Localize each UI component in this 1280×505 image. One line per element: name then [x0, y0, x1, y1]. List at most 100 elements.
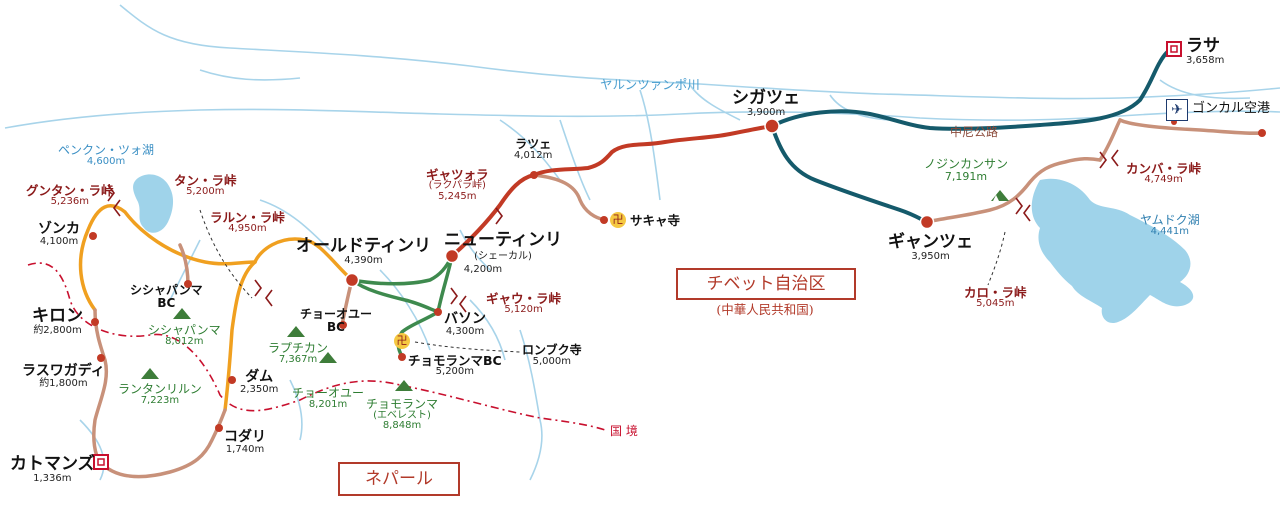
shigatse-name: シガツェ: [732, 88, 800, 108]
old-tingri-elev: 4,390m: [344, 254, 383, 266]
tong-la-name: タン・ラ峠: [174, 173, 237, 188]
capital-markers: [93, 41, 1182, 470]
route-red: [450, 124, 774, 258]
road-label: 中尼公路: [950, 125, 999, 139]
region-nepal: ネパール: [338, 462, 460, 496]
pass-gyau-la: ギャウ・ラ峠 5,120m: [486, 292, 561, 316]
tong-la-elev: 5,200m: [186, 186, 225, 198]
city-dots: [89, 118, 1266, 432]
route-teal: [770, 46, 1176, 224]
lalung-la-elev: 4,950m: [228, 223, 267, 235]
karo-la-name: カロ・ラ峠: [964, 285, 1027, 300]
airport-label: ゴンカル空港: [1192, 101, 1271, 116]
tingri-name: ニューティンリ: [444, 230, 562, 250]
lhatse-elev: 4,012m: [514, 149, 553, 161]
city-zongka: ゾンカ 4,100m: [38, 222, 80, 247]
gyatso-la-sub: (ラクパラ峠): [428, 180, 486, 192]
peiku-elev: 4,600m: [86, 155, 126, 167]
labuche-elev: 7,367m: [278, 353, 318, 365]
pass-karo-la: カロ・ラ峠 5,045m: [964, 286, 1027, 310]
peak-shishapangma: シシャパンマ 8,012m: [148, 324, 221, 347]
kyirong-elev: 約2,800m: [33, 324, 82, 336]
city-old-tingri: オールドティンリ 4,390m: [296, 237, 431, 266]
city-gyantse: ギャンツェ 3,950m: [888, 232, 973, 262]
region-tibet-sub: (中華人民共和国): [716, 302, 814, 317]
dam-elev: 2,350m: [240, 383, 279, 395]
shigatse-elev: 3,900m: [746, 106, 786, 118]
lalung-la-name: ラルン・ラ峠: [210, 210, 285, 225]
city-dam: ダム 2,350m: [240, 370, 278, 395]
city-lhatse: ラツェ 4,012m: [514, 138, 552, 161]
gyau-la-elev: 5,120m: [504, 304, 543, 316]
lakes: [133, 174, 1194, 324]
leader-lines: [199, 209, 1006, 353]
peak-everest: チョモランマ (エベレスト) 8,848m: [366, 398, 438, 432]
tingri-elev: 4,200m: [463, 264, 503, 276]
peak-labuche: ラプチカン 7,367m: [268, 342, 328, 365]
gyatso-la-name: ギャツォラ: [426, 167, 489, 182]
nojin-name: ノジンカンサン: [924, 157, 1009, 171]
everest-bc-name: チョモランマBC: [408, 353, 502, 368]
gyantse-elev: 3,950m: [911, 250, 950, 262]
lake-yamdrok: [1031, 178, 1194, 324]
peak-nojin: ノジンカンサン 7,191m: [924, 158, 1008, 182]
national-border: [27, 262, 606, 431]
kodari-name: コダリ: [224, 429, 266, 445]
pass-tong-la: タン・ラ峠 5,200m: [174, 174, 237, 198]
nojin-elev: 7,191m: [944, 169, 988, 183]
gyatso-la-elev: 5,245m: [438, 190, 477, 202]
sakya-temple-icon: 卍: [610, 212, 626, 228]
everest-name: チョモランマ: [366, 397, 439, 411]
basum-name: バソン: [444, 311, 486, 327]
rivers: [4, 4, 1280, 481]
yamdrok-elev: 4,441m: [1150, 225, 1189, 237]
lhasa-elev: 3,658m: [1186, 54, 1225, 66]
peak-markers: [141, 190, 1009, 391]
pass-gungtang-la: グンタン・ラ峠 5,236m: [26, 184, 114, 208]
cho-oyu-bc-label: チョーオユー BC: [300, 307, 373, 334]
gyau-la-name: ギャウ・ラ峠: [486, 291, 562, 306]
river-yarlung: [119, 4, 1280, 100]
pass-markers: [107, 149, 1119, 313]
rasuwagadhi-elev: 約1,800m: [39, 377, 88, 389]
pass-gyatso-la: ギャツォラ (ラクパラ峠) 5,245m: [426, 168, 489, 202]
kodari-elev: 1,740m: [225, 443, 265, 455]
city-basum: バソン 4,300m: [444, 312, 486, 337]
cho-oyu-name: チョーオユー: [292, 386, 365, 400]
dam-name: ダム: [245, 369, 274, 385]
zongka-elev: 4,100m: [39, 235, 79, 247]
rongbuk-elev: 5,000m: [532, 355, 571, 367]
everest-bc-elev: 5,200m: [435, 366, 475, 378]
airplane-icon: ✈: [1166, 99, 1188, 121]
sakya-label: サキャ寺: [630, 213, 681, 228]
peak-cho-oyu: チョーオユー 8,201m: [292, 387, 364, 410]
pass-lalung-la: ラルン・ラ峠 4,950m: [210, 211, 285, 235]
kathmandu-elev: 1,336m: [33, 472, 72, 484]
lhasa-name: ラサ: [1186, 36, 1220, 56]
shishapangma-elev: 8,012m: [165, 335, 204, 347]
lake-peiku: [133, 174, 174, 233]
city-shigatse: シガツェ 3,900m: [732, 88, 800, 118]
city-kodari: コダリ 1,740m: [224, 430, 266, 455]
region-tibet: チベット自治区: [676, 268, 856, 300]
labuche-name: ラプチカン: [268, 341, 329, 355]
rongbuk-label: ロンブク寺 5,000m: [522, 344, 582, 367]
karo-la-elev: 5,045m: [976, 298, 1015, 310]
yamdrok-name: ヤムドク湖: [1140, 213, 1200, 227]
city-everest-bc: チョモランマBC 5,200m: [408, 354, 502, 378]
basum-elev: 4,300m: [445, 325, 485, 337]
rongbuk-name: ロンブク寺: [522, 343, 582, 357]
city-kathmandu: カトマンズ 1,336m: [10, 455, 95, 484]
gungtang-la-elev: 5,236m: [50, 196, 89, 208]
city-lhasa: ラサ 3,658m: [1186, 36, 1225, 66]
tingri-sub: (シェーカル): [474, 250, 532, 262]
river-label: ヤルンツァンポ川: [600, 77, 700, 92]
kyirong-name: キロン: [32, 306, 83, 326]
rasuwagadhi-name: ラスワガディ: [22, 363, 105, 379]
langtang-elev: 7,223m: [140, 394, 180, 406]
gyantse-name: ギャンツェ: [888, 232, 973, 252]
city-kyirong: キロン 約2,800m: [32, 306, 83, 336]
shishapangma-bc-label: シシャパンマ BC: [130, 283, 203, 310]
